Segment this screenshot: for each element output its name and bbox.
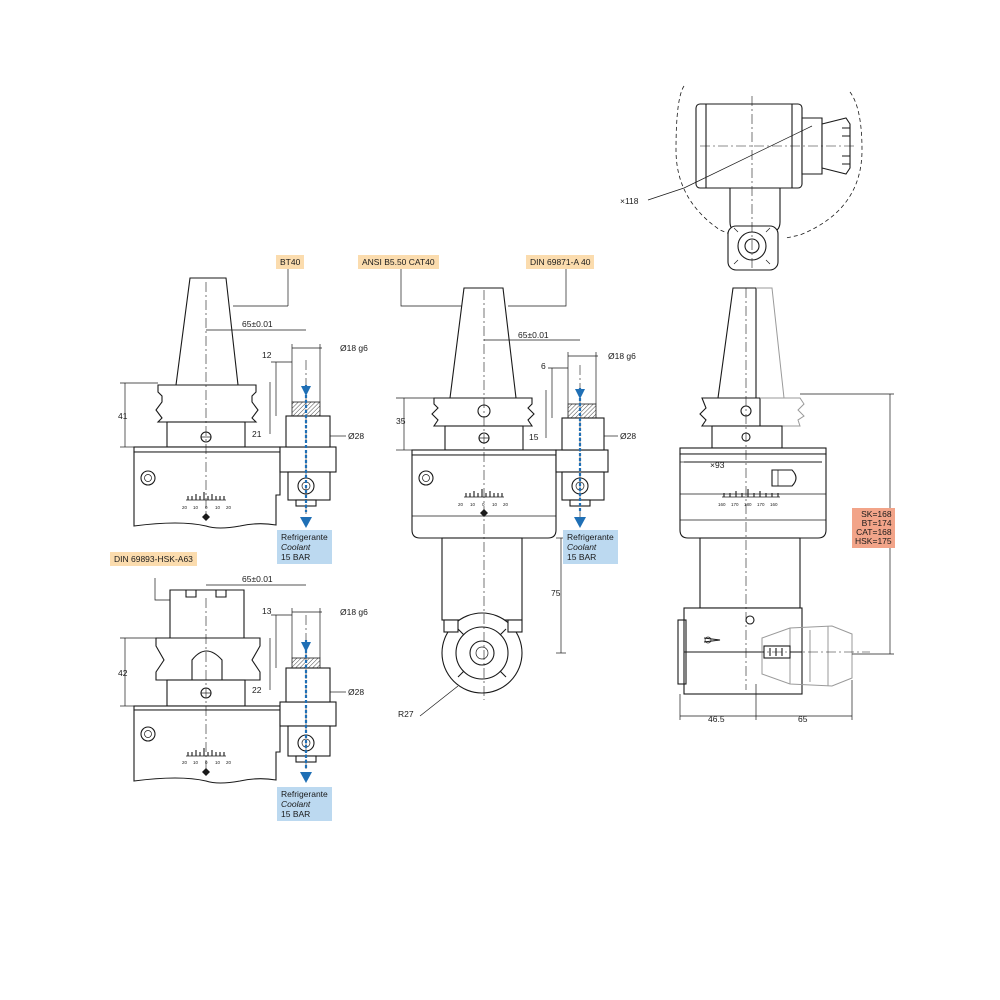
svg-text:12: 12 [262,350,272,360]
svg-text:13: 13 [262,606,272,616]
svg-text:20: 20 [182,760,188,765]
svg-text:0: 0 [205,505,208,510]
hsk-body [169,589,245,641]
svg-text:65±0.01: 65±0.01 [242,574,273,584]
bt40-flange [155,384,259,423]
cat40-view: 20 10 0 10 20 65±0.01 [396,263,636,719]
svg-text:35: 35 [396,416,406,426]
coolant-line-2: Coolant [281,542,311,552]
svg-text:Ø18 g6: Ø18 g6 [608,351,636,361]
coolant-line-3: 15 BAR [281,552,311,562]
svg-text:65: 65 [798,714,808,724]
svg-text:Ø28: Ø28 [620,431,636,441]
svg-text:10: 10 [215,760,221,765]
length-cat: CAT=168 [856,527,892,537]
bt40-adjust-screw [140,470,156,486]
svg-text:10: 10 [193,505,199,510]
svg-text:0: 0 [205,760,208,765]
hsk-view: 20 10 0 10 20 65±0.01 42 13 22 Ø18 g6 Ø2… [118,574,368,784]
svg-text:41: 41 [118,411,128,421]
top-view: ×118 [620,85,863,271]
cat40-scale: 20 10 0 10 20 [458,489,509,517]
svg-text:75: 75 [551,588,561,598]
svg-text:10: 10 [470,502,476,507]
bt40-taper [175,277,239,386]
bt40-head [133,451,281,529]
din-a40-label: DIN 69871-A 40 [526,255,595,269]
svg-text:R27: R27 [398,709,414,719]
coolant-tag-bt40: Refrigerante Coolant 15 BAR [277,530,332,564]
svg-text:Ø28: Ø28 [348,431,364,441]
svg-text:20: 20 [182,505,188,510]
bt40-collar [279,446,337,473]
svg-text:Ø18 g6: Ø18 g6 [340,607,368,617]
svg-text:65±0.01: 65±0.01 [518,330,549,340]
hsk-label: DIN 69893-HSK-A63 [110,552,197,566]
coolant-line-1: Refrigerante [281,789,328,799]
svg-text:Ø18 g6: Ø18 g6 [340,343,368,353]
overall-length-tag: SK=168 BT=174 CAT=168 HSK=175 [852,508,895,548]
length-bt: BT=174 [861,518,892,528]
hsk-scale: 20 10 0 10 20 [182,748,232,776]
side-scale: 160 170 180 170 160 [718,489,780,507]
svg-text:46.5: 46.5 [708,714,725,724]
svg-text:42: 42 [118,668,128,678]
svg-text:0: 0 [482,502,485,507]
svg-text:10: 10 [215,505,221,510]
svg-text:180: 180 [744,502,752,507]
coolant-line-1: Refrigerante [567,532,614,542]
svg-text:20: 20 [226,760,232,765]
svg-text:22: 22 [252,685,262,695]
svg-text:65±0.01: 65±0.01 [242,319,273,329]
ansi-cat40-label: ANSI B5.50 CAT40 [358,255,439,269]
coolant-tag-hsk: Refrigerante Coolant 15 BAR [277,787,332,821]
svg-text:×93: ×93 [710,460,725,470]
svg-text:20: 20 [503,502,509,507]
length-hsk: HSK=175 [855,536,892,546]
length-sk: SK=168 [861,509,892,519]
bt40-scale: 20 10 0 10 20 [182,492,232,521]
svg-text:6: 6 [541,361,546,371]
coolant-line-3: 15 BAR [281,809,311,819]
side-view: 160 170 180 170 160 ×93 46.5 65 [677,287,894,724]
svg-text:20: 20 [226,505,232,510]
bt40-view: 20 10 0 10 20 65±0.01 41 12 21 Ø18 g6 Ø2… [118,263,368,529]
bt40-label: BT40 [276,255,305,269]
svg-text:Ø28: Ø28 [348,687,364,697]
coolant-tag-cat40: Refrigerante Coolant 15 BAR [563,530,618,564]
svg-text:160: 160 [718,502,726,507]
svg-text:15: 15 [529,432,539,442]
bt40-top-plate [133,446,281,453]
coolant-line-1: Refrigerante [281,532,328,542]
svg-text:21: 21 [252,429,262,439]
coolant-line-2: Coolant [281,799,311,809]
svg-text:10: 10 [193,760,199,765]
coolant-line-3: 15 BAR [567,552,597,562]
svg-text:170: 170 [757,502,765,507]
hsk-flange [155,637,261,681]
svg-text:20: 20 [458,502,464,507]
svg-text:160: 160 [770,502,778,507]
svg-text:10: 10 [492,502,498,507]
coolant-line-2: Coolant [567,542,597,552]
svg-text:×118: ×118 [620,196,639,206]
svg-text:170: 170 [731,502,739,507]
